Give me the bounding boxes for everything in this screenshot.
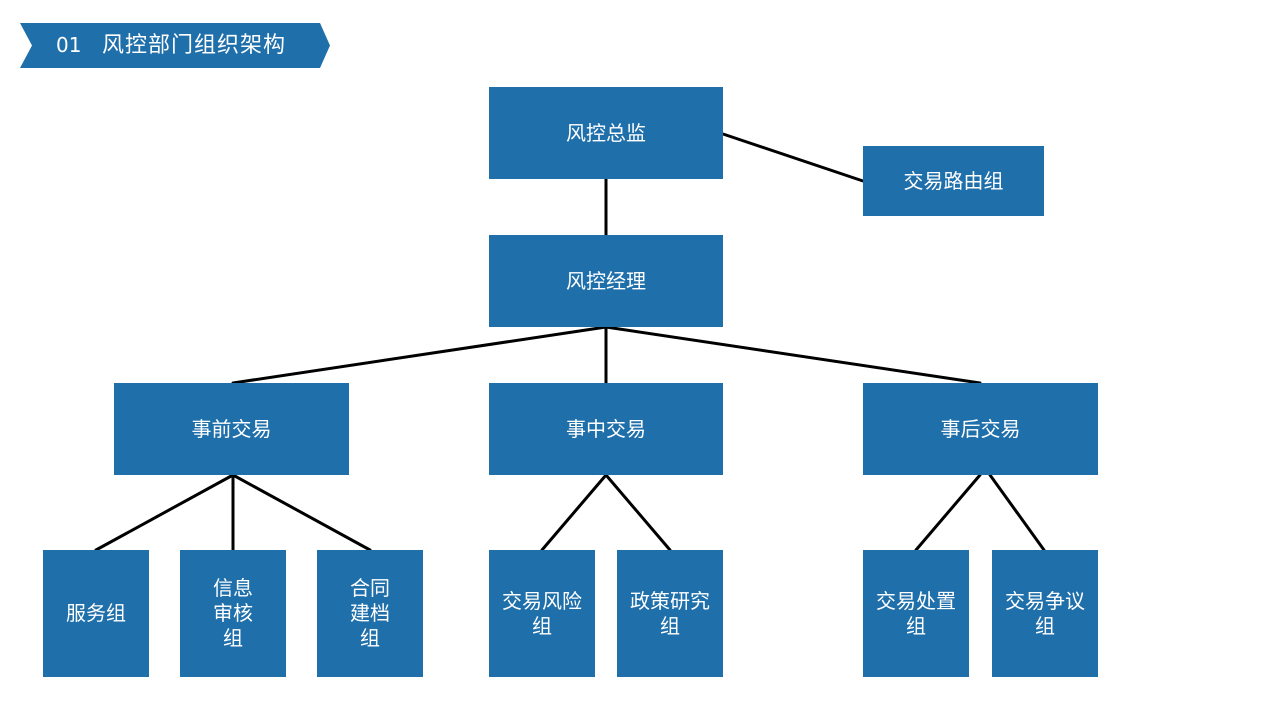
node-manager: 风控经理 — [489, 235, 723, 327]
node-trade-risk-group: 交易风险 组 — [489, 550, 595, 677]
connector-post-dispute — [988, 473, 1046, 552]
connector-manager-post — [604, 325, 982, 385]
node-service-group: 服务组 — [43, 550, 149, 677]
node-routing-group: 交易路由组 — [863, 146, 1044, 216]
node-info-review-group: 信息 审核 组 — [180, 550, 286, 677]
node-mid-trade: 事中交易 — [489, 383, 723, 475]
section-number: 01 — [56, 33, 82, 57]
connector-post-disposal — [914, 473, 982, 552]
node-post-trade: 事后交易 — [863, 383, 1098, 475]
connector-pre-service — [94, 473, 235, 552]
banner-shape — [20, 23, 330, 68]
node-policy-research-group: 政策研究 组 — [617, 550, 723, 677]
connector-mid-policy — [604, 473, 672, 552]
section-banner: 01 风控部门组织架构 — [20, 23, 330, 68]
connector-mid-risk — [540, 473, 608, 552]
node-trade-disposal-group: 交易处置 组 — [863, 550, 969, 677]
node-trade-dispute-group: 交易争议 组 — [992, 550, 1098, 677]
connector-pre-contract — [231, 473, 372, 552]
connector-director-routing — [721, 132, 865, 183]
node-contract-filing-group: 合同 建档 组 — [317, 550, 423, 677]
section-title: 风控部门组织架构 — [102, 33, 287, 58]
connector-manager-pre — [231, 325, 608, 385]
node-pre-trade: 事前交易 — [114, 383, 349, 475]
node-director: 风控总监 — [489, 87, 723, 179]
